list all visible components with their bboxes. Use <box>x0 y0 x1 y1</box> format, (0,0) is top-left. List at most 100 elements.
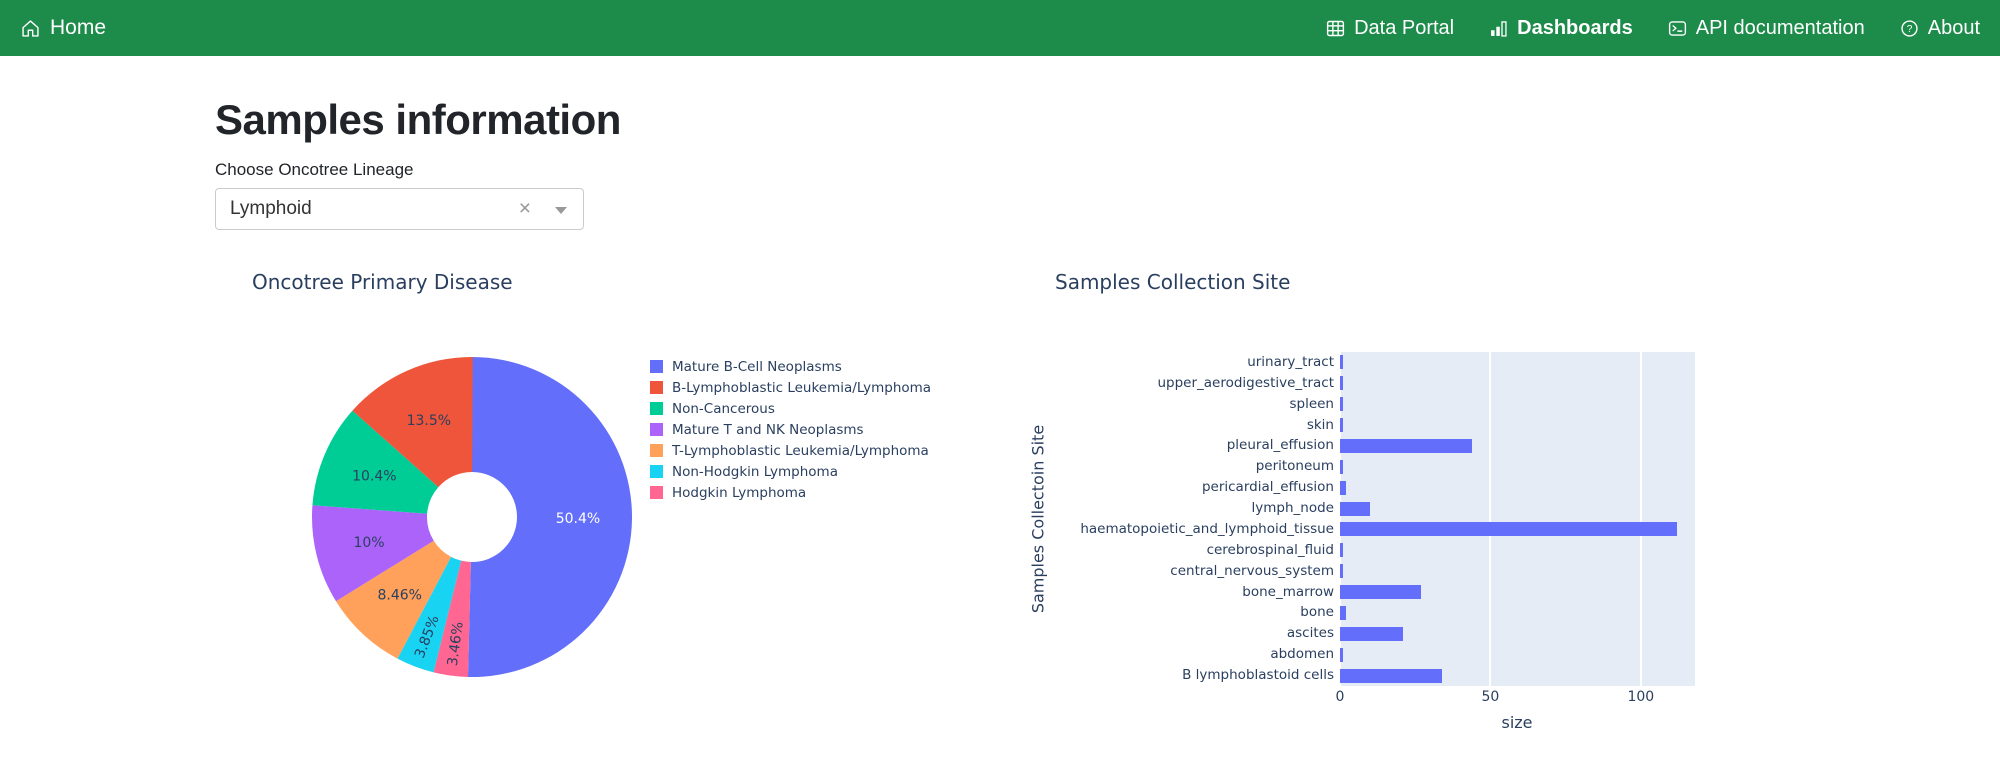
legend-swatch <box>650 360 663 373</box>
legend-item-0[interactable]: Mature B-Cell Neoplasms <box>650 356 931 377</box>
pie-slice-label: 8.46% <box>377 587 421 603</box>
xtick-label-100: 100 <box>1627 689 1655 705</box>
bar-bone-marrow <box>1340 585 1422 600</box>
legend-item-2[interactable]: Non-Cancerous <box>650 398 931 419</box>
legend-item-4[interactable]: T-Lymphoblastic Leukemia/Lymphoma <box>650 440 931 461</box>
legend-label: T-Lymphoblastic Leukemia/Lymphoma <box>672 442 929 459</box>
bar-ascites <box>1340 626 1404 641</box>
legend-label: Mature T and NK Neoplasms <box>672 421 864 438</box>
ytick-label: spleen <box>1289 395 1334 412</box>
nav-item-label: Data Portal <box>1354 16 1455 39</box>
bar-chart-title: Samples Collection Site <box>1055 270 1291 294</box>
legend-label: Non-Hodgkin Lymphoma <box>672 463 838 480</box>
pie-slice-4 <box>335 540 452 659</box>
pie-slice-6 <box>433 560 471 677</box>
bar-upper-aerodigestive-tract <box>1340 376 1343 391</box>
pie-slice-label: 10% <box>353 535 384 551</box>
legend-swatch <box>650 465 663 478</box>
ytick-label: haematopoietic_and_lymphoid_tissue <box>1080 520 1334 537</box>
nav-item-label: About <box>1927 16 1980 39</box>
xtick-label-50: 50 <box>1481 689 1500 705</box>
xtick-label-0: 0 <box>1335 689 1345 705</box>
home-icon <box>20 18 41 39</box>
legend-label: Mature B-Cell Neoplasms <box>672 358 842 375</box>
bar-haematopoietic-and-lymphoid-tissue <box>1340 522 1677 537</box>
ytick-label: cerebrospinal_fluid <box>1206 541 1334 558</box>
legend-label: B-Lymphoblastic Leukemia/Lymphoma <box>672 379 932 396</box>
nav-item-about[interactable]: ? About <box>1899 17 1980 40</box>
gridline-x-0 <box>1339 352 1341 686</box>
bar-abdomen <box>1340 647 1343 662</box>
ytick-label: pleural_effusion <box>1226 437 1334 454</box>
oncotree-lineage-select[interactable]: Lymphoid × <box>215 188 584 230</box>
legend-swatch <box>650 423 663 436</box>
ytick-label: bone <box>1300 604 1334 621</box>
legend-label: Hodgkin Lymphoma <box>672 484 807 501</box>
nav-home-link[interactable]: Home <box>20 16 106 40</box>
pie-chart-svg: 50.4%3.46%3.85%8.46%10%10.4%13.5% <box>312 357 633 677</box>
pie-chart-title: Oncotree Primary Disease <box>252 270 513 294</box>
pie-slice-label: 3.46% <box>445 621 467 667</box>
svg-text:?: ? <box>1906 24 1912 35</box>
chevron-down-icon[interactable] <box>555 207 567 214</box>
pie-slice-2 <box>312 410 439 514</box>
nav-item-dashboards[interactable]: Dashboards <box>1488 17 1633 40</box>
bar-chart-icon <box>1488 18 1509 39</box>
bar-pleural-effusion <box>1340 438 1473 453</box>
nav-item-label: Dashboards <box>1517 16 1633 39</box>
legend-item-6[interactable]: Hodgkin Lymphoma <box>650 482 931 503</box>
table-icon <box>1325 18 1346 39</box>
pie-slice-3 <box>312 505 434 602</box>
bar-pericardial-effusion <box>1340 480 1347 495</box>
pie-slice-0 <box>467 357 633 677</box>
nav-home-label: Home <box>50 16 107 39</box>
terminal-icon <box>1667 18 1688 39</box>
legend-swatch <box>650 402 663 415</box>
bar-xaxis-title: size <box>1501 713 1533 732</box>
legend-swatch <box>650 381 663 394</box>
bar-cerebrospinal-fluid <box>1340 543 1343 558</box>
pie-slice-5 <box>397 556 462 673</box>
bar-bone <box>1340 605 1347 620</box>
navbar-links: Data Portal Dashboards API documentation? A… <box>1325 17 1980 40</box>
bar-b-lymphoblastoid-cells <box>1340 668 1443 683</box>
legend-item-3[interactable]: Mature T and NK Neoplasms <box>650 419 931 440</box>
pie-slice-label: 13.5% <box>407 413 451 429</box>
gridline-x-100 <box>1639 352 1642 686</box>
ytick-label: skin <box>1306 416 1334 433</box>
bar-lymph-node <box>1340 501 1371 516</box>
nav-item-api-documentation[interactable]: API documentation <box>1667 17 1865 40</box>
pie-slice-label: 10.4% <box>352 469 396 485</box>
question-circle-icon: ? <box>1899 18 1920 39</box>
ytick-label: abdomen <box>1270 646 1334 663</box>
nav-item-data-portal[interactable]: Data Portal <box>1325 17 1454 40</box>
legend-swatch <box>650 486 663 499</box>
legend-item-1[interactable]: B-Lymphoblastic Leukemia/Lymphoma <box>650 377 931 398</box>
ytick-label: peritoneum <box>1255 458 1334 475</box>
bar-spleen <box>1340 397 1343 412</box>
legend-swatch <box>650 444 663 457</box>
ytick-label: ascites <box>1286 625 1334 642</box>
lineage-filter-label: Choose Oncotree Lineage <box>215 160 414 179</box>
pie-slice-label: 50.4% <box>556 511 600 527</box>
bar-skin <box>1340 418 1343 433</box>
gridline-x-50 <box>1489 352 1492 686</box>
bar-central-nervous-system <box>1340 564 1343 579</box>
bar-peritoneum <box>1340 459 1343 474</box>
selected-lineage-value: Lymphoid <box>230 198 312 219</box>
navbar: Home Data Portal Dashboards API documentat… <box>0 0 2000 56</box>
ytick-label: lymph_node <box>1251 500 1334 517</box>
clear-icon[interactable]: × <box>518 197 531 220</box>
ytick-label: bone_marrow <box>1242 583 1334 600</box>
nav-item-label: API documentation <box>1695 16 1865 39</box>
bar-urinary-tract <box>1340 355 1343 370</box>
ytick-label: central_nervous_system <box>1170 562 1334 579</box>
ytick-label: pericardial_effusion <box>1201 479 1334 496</box>
ytick-label: urinary_tract <box>1247 353 1334 370</box>
legend-item-5[interactable]: Non-Hodgkin Lymphoma <box>650 461 931 482</box>
ytick-label: B lymphoblastoid cells <box>1182 667 1334 684</box>
ytick-label: upper_aerodigestive_tract <box>1157 374 1334 391</box>
